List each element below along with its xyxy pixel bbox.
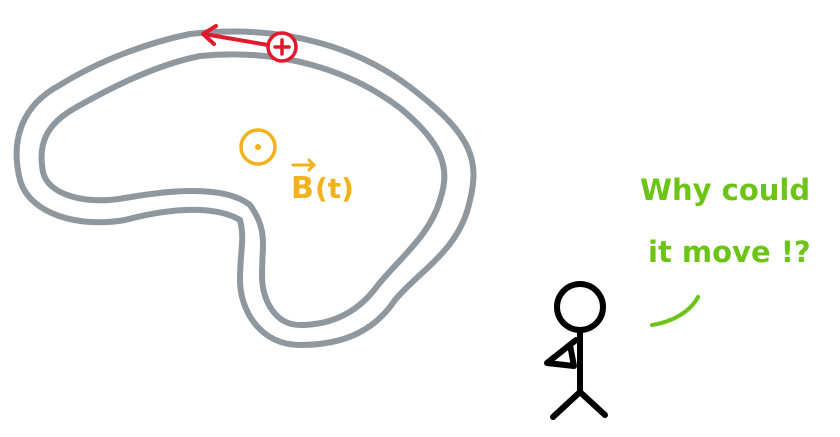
- speech-tick: [650, 295, 700, 327]
- caption-line-1: Why could: [640, 173, 810, 207]
- caption-line-2: it move !?: [648, 235, 811, 269]
- motion-arrow: [201, 24, 270, 47]
- conducting-loop-inner: [38, 51, 448, 328]
- positive-charge-icon: [266, 31, 298, 63]
- field-time-dependence: (t): [315, 172, 354, 205]
- conducting-loop-outer: [13, 28, 477, 348]
- stick-figure-icon: [544, 281, 608, 420]
- field-vector-arrow: [291, 158, 316, 172]
- field-label: B: [291, 171, 314, 206]
- out-of-page-field-icon: [239, 128, 277, 166]
